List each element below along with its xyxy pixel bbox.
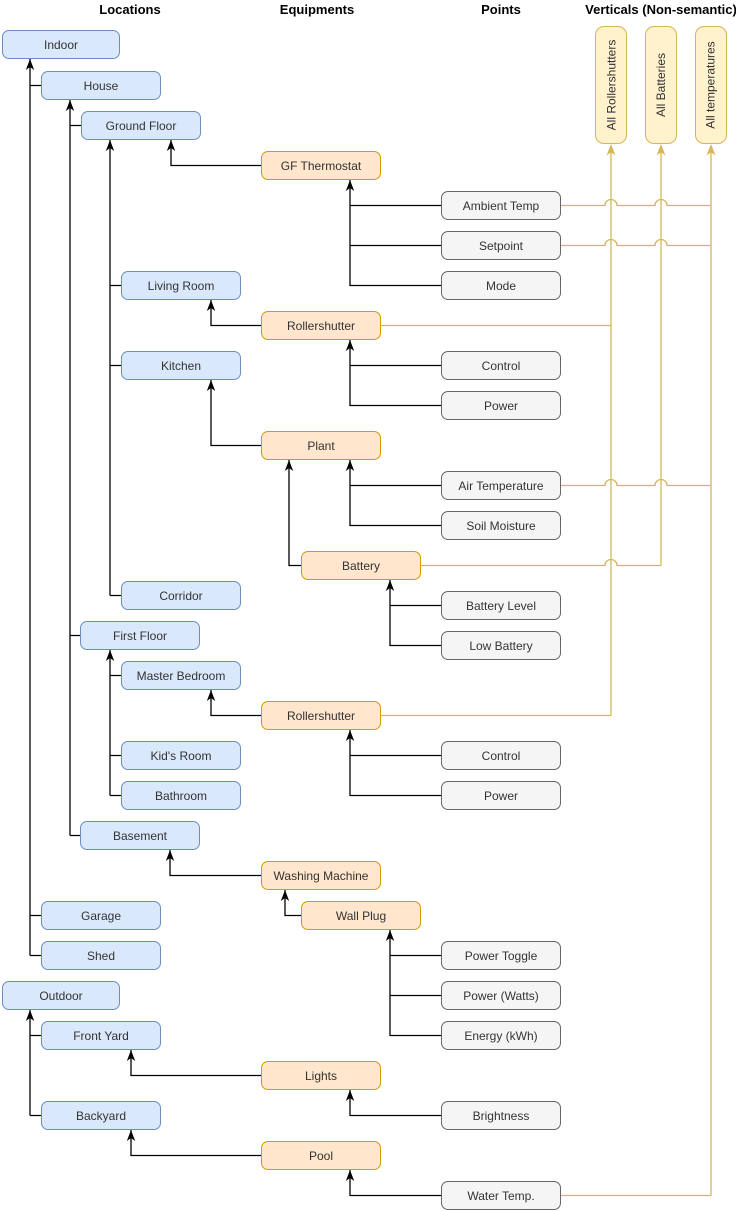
point-parent-edges bbox=[349, 180, 441, 1197]
location-label-shed: Shed bbox=[86, 948, 116, 963]
point-node-energy-kwh: Energy (kWh) bbox=[441, 1021, 561, 1050]
location-node-garage: Garage bbox=[41, 901, 161, 930]
equipment-label-rollershutter-gf: Rollershutter bbox=[286, 318, 356, 333]
equipment-label-wall-plug: Wall Plug bbox=[335, 908, 387, 923]
location-label-garage: Garage bbox=[80, 908, 122, 923]
vertical-group-arrowheads bbox=[606, 144, 716, 156]
location-node-first-floor: First Floor bbox=[80, 621, 200, 650]
location-label-kids-room: Kid's Room bbox=[150, 748, 212, 763]
point-node-mode: Mode bbox=[441, 271, 561, 300]
point-node-power-ff: Power bbox=[441, 781, 561, 810]
location-node-front-yard: Front Yard bbox=[41, 1021, 161, 1050]
location-node-indoor: Indoor bbox=[2, 30, 120, 59]
point-label-water-temp: Water Temp. bbox=[467, 1188, 535, 1203]
point-node-setpoint: Setpoint bbox=[441, 231, 561, 260]
location-node-house: House bbox=[41, 71, 161, 100]
equipment-node-lights: Lights bbox=[261, 1061, 381, 1090]
equipment-label-washing-machine: Washing Machine bbox=[273, 868, 369, 883]
point-label-soil-moisture: Soil Moisture bbox=[466, 518, 536, 533]
equipment-node-pool: Pool bbox=[261, 1141, 381, 1170]
location-node-kitchen: Kitchen bbox=[121, 351, 241, 380]
equipment-parent-edges bbox=[130, 140, 301, 1157]
point-label-control-ff: Control bbox=[481, 748, 521, 763]
point-node-ambient-temp: Ambient Temp bbox=[441, 191, 561, 220]
point-node-power-toggle: Power Toggle bbox=[441, 941, 561, 970]
vertical-node-all-rollershutters: All Rollershutters bbox=[595, 26, 627, 144]
location-label-front-yard: Front Yard bbox=[73, 1028, 129, 1043]
vertical-label-all-rollershutters: All Rollershutters bbox=[604, 39, 619, 131]
point-node-power-gf: Power bbox=[441, 391, 561, 420]
location-label-backyard: Backyard bbox=[75, 1108, 127, 1123]
equipment-label-rollershutter-ff: Rollershutter bbox=[286, 708, 356, 723]
point-label-ambient-temp: Ambient Temp bbox=[462, 198, 540, 213]
location-label-first-floor: First Floor bbox=[113, 628, 167, 643]
equipment-label-gf-thermostat: GF Thermostat bbox=[280, 158, 362, 173]
location-tree-edges bbox=[29, 59, 121, 1117]
location-label-house: House bbox=[83, 78, 119, 93]
equipment-node-rollershutter-ff: Rollershutter bbox=[261, 701, 381, 730]
vertical-node-all-batteries: All Batteries bbox=[645, 26, 677, 144]
header-verticals: Verticals (Non-semantic) bbox=[585, 2, 736, 17]
point-node-low-battery: Low Battery bbox=[441, 631, 561, 660]
point-label-battery-level: Battery Level bbox=[465, 598, 537, 613]
point-label-mode: Mode bbox=[485, 278, 517, 293]
location-node-outdoor: Outdoor bbox=[2, 981, 120, 1010]
equipment-node-plant: Plant bbox=[261, 431, 381, 460]
location-node-kids-room: Kid's Room bbox=[121, 741, 241, 770]
point-label-setpoint: Setpoint bbox=[478, 238, 524, 253]
location-node-shed: Shed bbox=[41, 941, 161, 970]
vertical-node-all-temperatures: All temperatures bbox=[695, 26, 727, 144]
header-locations: Locations bbox=[99, 2, 161, 17]
location-node-corridor: Corridor bbox=[121, 581, 241, 610]
location-node-living-room: Living Room bbox=[121, 271, 241, 300]
header-equipments: Equipments bbox=[279, 2, 355, 17]
vertical-group-links bbox=[381, 146, 712, 1197]
equipment-label-battery: Battery bbox=[341, 558, 380, 573]
location-node-basement: Basement bbox=[80, 821, 200, 850]
location-node-bathroom: Bathroom bbox=[121, 781, 241, 810]
location-label-basement: Basement bbox=[112, 828, 168, 843]
location-label-bathroom: Bathroom bbox=[154, 788, 208, 803]
point-node-control-gf: Control bbox=[441, 351, 561, 380]
equipment-label-lights: Lights bbox=[304, 1068, 338, 1083]
vertical-label-all-temperatures: All temperatures bbox=[704, 41, 718, 129]
equipment-node-rollershutter-gf: Rollershutter bbox=[261, 311, 381, 340]
location-label-corridor: Corridor bbox=[159, 588, 203, 603]
point-node-battery-level: Battery Level bbox=[441, 591, 561, 620]
equipment-node-wall-plug: Wall Plug bbox=[301, 901, 421, 930]
point-node-power-watts: Power (Watts) bbox=[441, 981, 561, 1010]
point-node-air-temperature: Air Temperature bbox=[441, 471, 561, 500]
vertical-label-all-batteries: All Batteries bbox=[654, 52, 668, 118]
equipment-label-plant: Plant bbox=[307, 438, 335, 453]
equipment-node-washing-machine: Washing Machine bbox=[261, 861, 381, 890]
point-label-control-gf: Control bbox=[481, 358, 521, 373]
point-node-water-temp: Water Temp. bbox=[441, 1181, 561, 1210]
point-label-low-battery: Low Battery bbox=[469, 638, 533, 653]
location-label-outdoor: Outdoor bbox=[39, 988, 83, 1003]
equipment-label-pool: Pool bbox=[308, 1148, 334, 1163]
point-label-power-ff: Power bbox=[483, 788, 518, 803]
point-label-power-watts: Power (Watts) bbox=[463, 988, 539, 1003]
point-node-soil-moisture: Soil Moisture bbox=[441, 511, 561, 540]
point-label-power-toggle: Power Toggle bbox=[464, 948, 538, 963]
location-label-indoor: Indoor bbox=[43, 37, 79, 52]
point-label-brightness: Brightness bbox=[472, 1108, 530, 1123]
point-label-energy-kwh: Energy (kWh) bbox=[464, 1028, 538, 1043]
equipment-node-battery: Battery bbox=[301, 551, 421, 580]
location-node-ground-floor: Ground Floor bbox=[81, 111, 201, 140]
location-node-master-bedroom: Master Bedroom bbox=[121, 661, 241, 690]
point-label-air-temperature: Air Temperature bbox=[458, 478, 544, 493]
header-points: Points bbox=[481, 2, 521, 17]
location-label-living-room: Living Room bbox=[147, 278, 215, 293]
location-node-backyard: Backyard bbox=[41, 1101, 161, 1130]
location-label-master-bedroom: Master Bedroom bbox=[136, 668, 226, 683]
point-label-power-gf: Power bbox=[483, 398, 518, 413]
equipment-node-gf-thermostat: GF Thermostat bbox=[261, 151, 381, 180]
location-label-ground-floor: Ground Floor bbox=[105, 118, 177, 133]
location-label-kitchen: Kitchen bbox=[160, 358, 202, 373]
black-arrowheads bbox=[25, 59, 395, 1181]
point-node-control-ff: Control bbox=[441, 741, 561, 770]
point-node-brightness: Brightness bbox=[441, 1101, 561, 1130]
